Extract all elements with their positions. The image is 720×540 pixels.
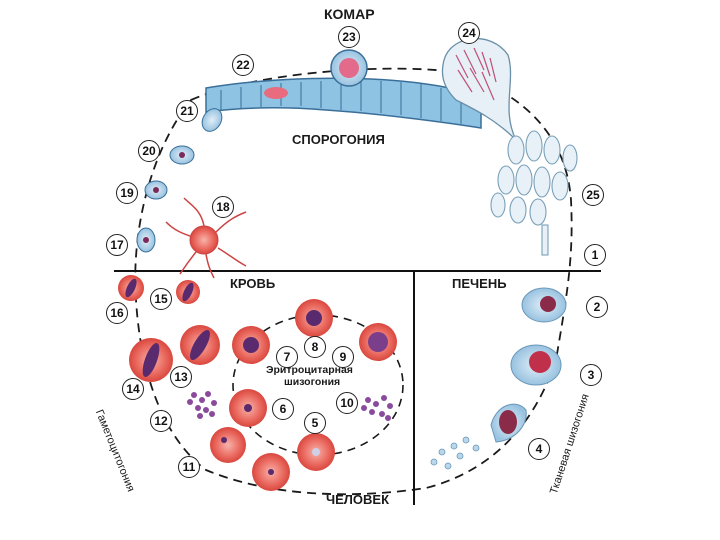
stage-marker-4: 4 [528,438,550,460]
stage-marker-18: 18 [212,196,234,218]
stage-marker-19: 19 [116,182,138,204]
stage-marker-10: 10 [336,392,358,414]
label-mosquito: КОМАР [324,6,375,22]
label-erythro-2: шизогония [284,376,340,388]
label-sporogony: СПОРОГОНИЯ [292,132,385,147]
label-blood: КРОВЬ [230,276,275,291]
label-liver: ПЕЧЕНЬ [452,276,507,291]
stage-marker-7: 7 [276,346,298,368]
stage-marker-3: 3 [580,364,602,386]
microgametocyte [166,198,246,278]
merozoite-release [361,395,393,421]
stage-marker-15: 15 [150,288,172,310]
stage-marker-9: 9 [332,346,354,368]
stage-marker-16: 16 [106,302,128,324]
stage-marker-8: 8 [304,336,326,358]
stage-marker-21: 21 [176,100,198,122]
merozoite-cluster [187,391,217,419]
salivary-gland [491,131,577,255]
erythrocytic-stages [210,299,397,491]
stage-marker-1: 1 [584,244,606,266]
stage-marker-12: 12 [150,410,172,432]
stage-marker-22: 22 [232,54,254,76]
stage-marker-2: 2 [586,296,608,318]
stage-marker-17: 17 [106,234,128,256]
stage-marker-13: 13 [170,366,192,388]
stage-marker-14: 14 [122,378,144,400]
life-cycle-diagram: КОМАР СПОРОГОНИЯ КРОВЬ ПЕЧЕНЬ ЧЕЛОВЕК Эр… [96,0,621,512]
stage-marker-20: 20 [138,140,160,162]
diagram-canvas [96,0,621,512]
stage-marker-11: 11 [178,456,200,478]
stage-marker-24: 24 [458,22,480,44]
stage-marker-25: 25 [582,184,604,206]
stage-marker-23: 23 [338,26,360,48]
stage-marker-5: 5 [304,412,326,434]
stage-marker-6: 6 [272,398,294,420]
label-human: ЧЕЛОВЕК [326,492,389,507]
